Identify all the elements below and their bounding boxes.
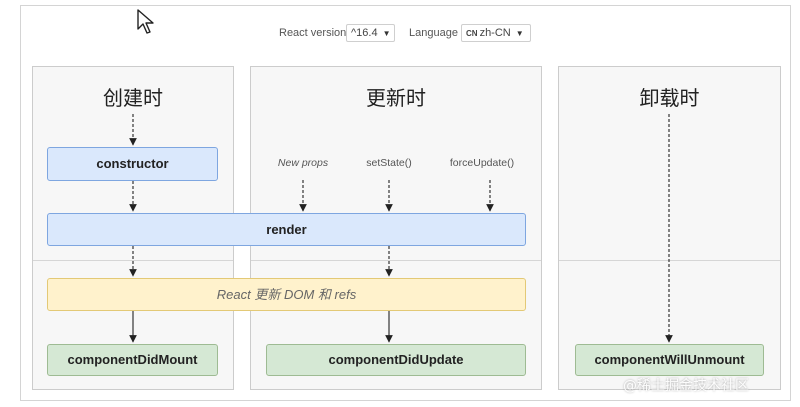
chevron-down-icon: ▼ [382, 29, 391, 38]
watermark: @稀土掘金技术社区 [623, 378, 749, 394]
commit-phase-divider [251, 260, 541, 261]
new-props-trigger: New props [277, 157, 329, 169]
react-version-value: ^16.4 [351, 27, 378, 39]
unmount-phase-title: 卸载时 [639, 86, 700, 110]
update-phase-title: 更新时 [366, 86, 426, 110]
component-did-update-node: componentDidUpdate [266, 344, 526, 376]
mouse-cursor-icon [137, 9, 154, 34]
constructor-node: constructor [47, 147, 218, 181]
react-version-label: React version [279, 27, 347, 39]
commit-phase-divider [33, 260, 233, 261]
chevron-down-icon: ▼ [515, 29, 524, 38]
component-did-mount-node: componentDidMount [47, 344, 218, 376]
set-state-trigger: setState() [366, 157, 412, 169]
language-label: Language [409, 27, 458, 39]
render-node: render [47, 213, 526, 246]
component-will-unmount-node: componentWillUnmount [575, 344, 764, 376]
react-update-dom-node: React 更新 DOM 和 refs [47, 278, 526, 311]
react-version-select[interactable]: ^16.4 ▼ [346, 24, 395, 42]
language-value: zh-CN [479, 27, 511, 39]
mount-phase-title: 创建时 [103, 86, 163, 110]
language-flag-badge: CN [466, 29, 478, 38]
force-update-trigger: forceUpdate() [449, 157, 515, 169]
